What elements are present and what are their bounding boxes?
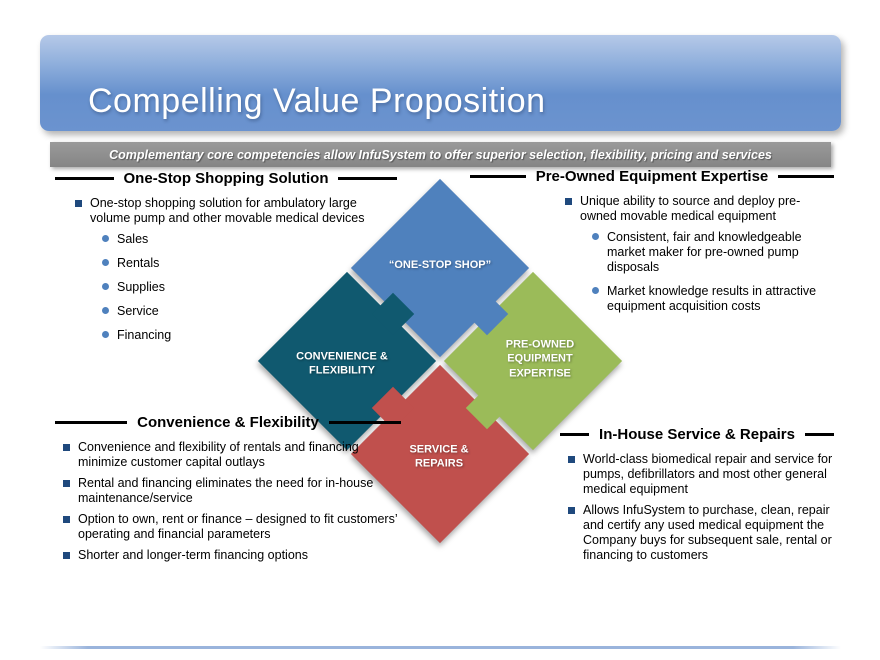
bullet-item: Shorter and longer-term financing option… — [63, 548, 401, 563]
section-title: Convenience & Flexibility — [137, 414, 319, 431]
header-rule-left — [560, 433, 590, 436]
piece-label-convenience-flexibility: CONVENIENCE & FLEXIBILITY — [296, 350, 388, 377]
bullet-text: Service — [117, 304, 159, 318]
bullet-item: Sales — [75, 232, 397, 247]
bullet-text: Option to own, rent or finance – designe… — [78, 512, 398, 541]
subtitle-bar: Complementary core competencies allow In… — [50, 142, 831, 167]
bullet-item: One-stop shopping solution for ambulator… — [75, 196, 397, 226]
circle-bullet-icon — [592, 287, 599, 294]
slide-title: Compelling Value Proposition — [88, 82, 546, 120]
section-header: Pre-Owned Equipment Expertise — [470, 168, 834, 185]
section-title: One-Stop Shopping Solution — [123, 170, 329, 187]
bullet-list: Unique ability to source and deploy pre-… — [470, 192, 834, 314]
bullet-item: World-class biomedical repair and servic… — [568, 452, 834, 497]
bullet-text: Convenience and flexibility of rentals a… — [78, 440, 359, 469]
section-convenience-flexibility: Convenience & Flexibility Convenience an… — [55, 414, 401, 569]
bullet-text: Rentals — [117, 256, 160, 270]
subtitle-text: Complementary core competencies allow In… — [109, 147, 772, 162]
bullet-item: Supplies — [75, 280, 397, 295]
bullet-text: Market knowledge results in attractive e… — [607, 284, 817, 313]
section-in-house-service: In-House Service & Repairs World-class b… — [560, 426, 835, 569]
circle-bullet-icon — [102, 235, 109, 242]
bullet-item: Option to own, rent or finance – designe… — [63, 512, 401, 542]
header-rule-left — [55, 177, 114, 180]
header-rule-right — [778, 175, 834, 178]
header-rule-left — [470, 175, 526, 178]
bullet-item: Consistent, fair and knowledgeable marke… — [565, 230, 834, 275]
piece-label-one-stop-shop: “ONE-STOP SHOP” — [388, 258, 492, 271]
bullet-text: Consistent, fair and knowledgeable marke… — [607, 230, 802, 274]
bullet-list: One-stop shopping solution for ambulator… — [55, 194, 397, 343]
section-one-stop-shopping: One-Stop Shopping Solution One-stop shop… — [55, 170, 397, 352]
square-bullet-icon — [75, 200, 82, 207]
bullet-item: Financing — [75, 328, 397, 343]
square-bullet-icon — [63, 444, 70, 451]
section-title: In-House Service & Repairs — [599, 426, 795, 443]
bottom-accent-line — [40, 646, 841, 649]
bullet-item: Service — [75, 304, 397, 319]
circle-bullet-icon — [102, 259, 109, 266]
section-title: Pre-Owned Equipment Expertise — [535, 168, 769, 185]
bullet-text: Supplies — [117, 280, 165, 294]
puzzle-diagram: “ONE-STOP SHOP” CONVENIENCE & FLEXIBILIT… — [252, 172, 628, 558]
bullet-item: Rental and financing eliminates the need… — [63, 476, 401, 506]
bullet-list: World-class biomedical repair and servic… — [560, 450, 834, 563]
bullet-item: Rentals — [75, 256, 397, 271]
bullet-text: Unique ability to source and deploy pre-… — [580, 194, 801, 223]
bullet-item: Unique ability to source and deploy pre-… — [565, 194, 834, 224]
bullet-text: One-stop shopping solution for ambulator… — [90, 196, 365, 225]
bullet-text: Shorter and longer-term financing option… — [78, 548, 308, 562]
square-bullet-icon — [63, 552, 70, 559]
bullet-text: World-class biomedical repair and servic… — [583, 452, 833, 496]
bullet-list: Convenience and flexibility of rentals a… — [55, 438, 401, 563]
bullet-item: Convenience and flexibility of rentals a… — [63, 440, 401, 470]
section-pre-owned-expertise: Pre-Owned Equipment Expertise Unique abi… — [470, 168, 834, 323]
section-header: One-Stop Shopping Solution — [55, 170, 397, 187]
title-banner: Compelling Value Proposition — [40, 35, 841, 131]
header-rule-right — [804, 433, 835, 436]
bullet-item: Market knowledge results in attractive e… — [565, 284, 834, 314]
square-bullet-icon — [565, 198, 572, 205]
header-rule-right — [338, 177, 397, 180]
bullet-item: Allows InfuSystem to purchase, clean, re… — [568, 503, 834, 563]
square-bullet-icon — [568, 456, 575, 463]
bullet-text: Sales — [117, 232, 149, 246]
circle-bullet-icon — [102, 283, 109, 290]
square-bullet-icon — [63, 480, 70, 487]
circle-bullet-icon — [102, 331, 109, 338]
piece-label-pre-owned-expertise: PRE-OWNED EQUIPMENT EXPERTISE — [505, 338, 575, 380]
header-rule-left — [55, 421, 128, 424]
square-bullet-icon — [63, 516, 70, 523]
piece-label-service-repairs: SERVICE & REPAIRS — [409, 443, 469, 470]
bullet-text: Allows InfuSystem to purchase, clean, re… — [583, 503, 832, 562]
section-header: In-House Service & Repairs — [560, 426, 835, 443]
circle-bullet-icon — [102, 307, 109, 314]
bullet-text: Rental and financing eliminates the need… — [78, 476, 374, 505]
circle-bullet-icon — [592, 233, 599, 240]
section-header: Convenience & Flexibility — [55, 414, 401, 431]
bullet-text: Financing — [117, 328, 172, 342]
square-bullet-icon — [568, 507, 575, 514]
header-rule-right — [328, 421, 401, 424]
